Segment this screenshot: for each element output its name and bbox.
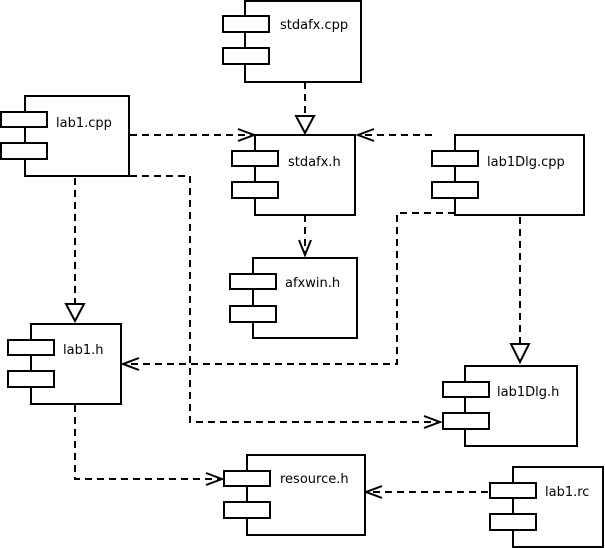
component-tab-icon	[431, 150, 479, 167]
dependency-lab1-cpp-to-lab1-h	[64, 178, 86, 324]
component-tab-icon	[222, 47, 270, 65]
component-tab-icon	[489, 482, 537, 499]
component-tab-icon	[0, 142, 48, 160]
dependency-stdafx-cpp-to-stdafx-h	[294, 82, 316, 136]
dependency-lab1-rc-to-resource-h	[363, 485, 488, 499]
component-lab1-cpp[interactable]: lab1.cpp	[0, 95, 130, 177]
component-tab-icon	[231, 150, 279, 167]
component-label: resource.h	[280, 472, 349, 487]
component-label: lab1.h	[63, 343, 103, 358]
component-tab-icon	[223, 470, 271, 487]
component-label: lab1Dlg.h	[497, 385, 559, 400]
component-tab-icon	[7, 370, 55, 388]
dependency-lab1-cpp-to-stdafx-h	[130, 128, 257, 142]
component-tab-icon	[442, 412, 490, 430]
component-resource-h[interactable]: resource.h	[223, 454, 366, 536]
component-tab-icon	[0, 111, 48, 128]
component-afxwin-h[interactable]: afxwin.h	[229, 257, 358, 339]
dependency-lab1dlg-cpp-to-lab1dlg-h	[509, 217, 531, 365]
component-label: afxwin.h	[285, 276, 340, 291]
component-tab-icon	[223, 501, 271, 519]
component-label: stdafx.cpp	[280, 18, 348, 33]
component-label: stdafx.h	[288, 155, 341, 170]
component-tab-icon	[229, 273, 277, 290]
component-stdafx-h[interactable]: stdafx.h	[231, 134, 356, 216]
component-tab-icon	[489, 513, 537, 531]
dependency-lab1-cpp-to-lab1dlg-h	[130, 175, 443, 429]
component-lab1-rc[interactable]: lab1.rc	[489, 466, 604, 548]
dependency-lab1dlg-cpp-to-stdafx-h	[355, 128, 432, 142]
component-label: lab1.cpp	[56, 116, 112, 131]
component-tab-icon	[231, 181, 279, 199]
dependency-stdafx-h-to-afxwin-h	[298, 215, 312, 258]
dependency-lab1dlg-cpp-to-lab1-h	[120, 212, 455, 371]
component-tab-icon	[222, 15, 270, 33]
dependency-lab1-h-to-resource-h	[74, 405, 225, 486]
component-tab-icon	[442, 381, 490, 398]
component-lab1-h[interactable]: lab1.h	[7, 323, 122, 405]
component-tab-icon	[7, 339, 55, 356]
component-tab-icon	[229, 305, 277, 323]
component-tab-icon	[431, 181, 479, 199]
component-lab1dlg-cpp[interactable]: lab1Dlg.cpp	[431, 134, 585, 216]
component-label: lab1Dlg.cpp	[487, 155, 565, 170]
component-label: lab1.rc	[545, 485, 589, 500]
component-stdafx-cpp[interactable]: stdafx.cpp	[222, 0, 362, 83]
component-lab1dlg-h[interactable]: lab1Dlg.h	[442, 365, 578, 447]
